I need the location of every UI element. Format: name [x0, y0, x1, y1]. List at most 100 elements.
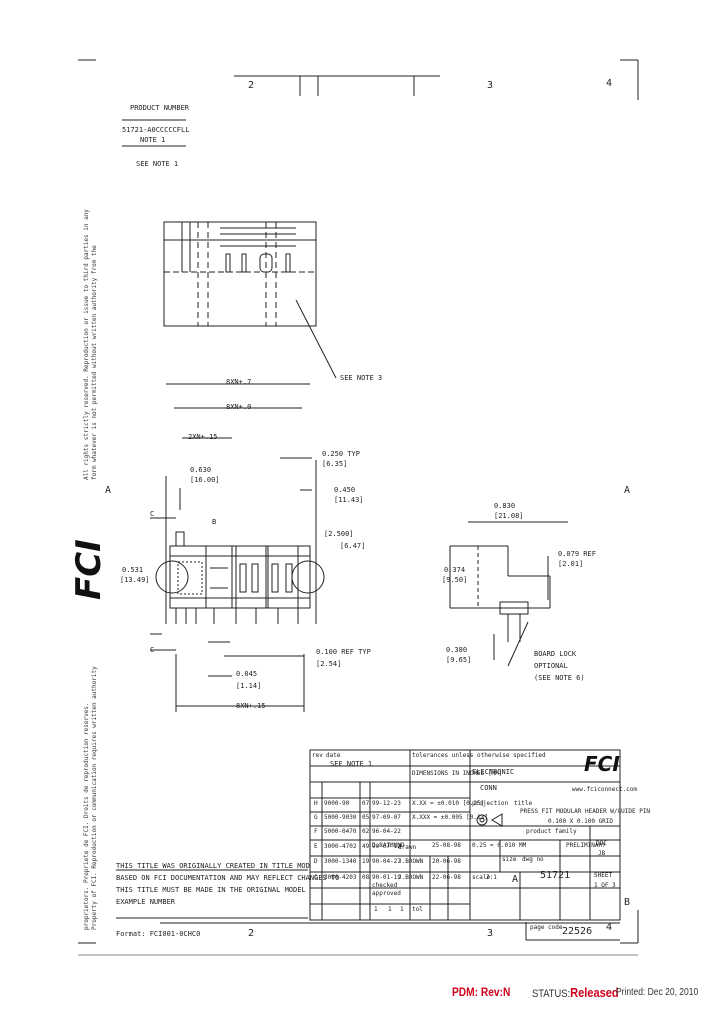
tb-row-code-h: 99-12-23 [372, 800, 401, 807]
side-dim-0380-mm: [9.65] [446, 656, 472, 664]
tb-row-rev-g: G [314, 814, 318, 821]
product-number: 51721-A0CCCCCFLL [122, 126, 190, 134]
tb-title-label: title [514, 800, 533, 807]
dim-0250: 0.250 TYP [322, 450, 360, 458]
status: STATUS:Released [532, 985, 619, 1000]
tb-approved-by: J.BROWN [398, 874, 424, 881]
side-board-lock: BOARD LOCK [534, 650, 577, 658]
tb-tolerance: tolerances unless otherwise specified [412, 752, 546, 759]
zone-bottom-3: 3 [487, 928, 494, 939]
tb-row-eco-f: 5000-0470 [324, 828, 357, 835]
tb-row-rev-h: H [314, 800, 318, 807]
side-dim-0380: 0.380 [446, 646, 468, 654]
product-see-note: SEE NOTE 1 [136, 160, 179, 168]
svg-text:proprietors. Propriete de FCI.: proprietors. Propriete de FCI. Droits de… [83, 702, 90, 930]
projection-symbol [476, 813, 503, 827]
tb-row-date-g: 05 [362, 814, 370, 821]
dim-0531-mm: [13.49] [120, 576, 150, 584]
tb-date-3: 22-06-98 [432, 874, 461, 881]
pdm-revision: PDM: Rev:N [452, 985, 511, 999]
tb-row-rev-e: E [314, 843, 318, 850]
zone-top-2: 2 [248, 80, 255, 91]
tb-angle-2: X.XXX = ±0.005 [0.13] [412, 814, 488, 821]
tb-scale: 2:1 [486, 874, 497, 881]
tb-col-rev: rev [312, 752, 323, 759]
dim-2xn15: 2XN+.15 [188, 433, 218, 441]
status-value: Released [570, 985, 619, 1000]
product-number-header: PRODUCT NUMBER [130, 104, 190, 112]
tb-row-rev-d: D [314, 858, 318, 865]
tb-checked-by: J.BROWN [398, 858, 424, 865]
tb-row-eco-g: 5000-9030 [324, 814, 357, 821]
zone-bottom-4: 4 [606, 922, 613, 933]
tb-row-rev-c: C [314, 874, 318, 881]
zone-top-3: 3 [487, 80, 494, 91]
dim-2500: [2.500] [324, 530, 354, 538]
tb-angle-1: X.XX = ±0.010 [0.25] [412, 800, 485, 807]
top-view-connector [163, 221, 337, 379]
side-dim-0374-mm: [9.50] [442, 576, 468, 584]
svg-text:form whatever is not permitted: form whatever is not permitted without w… [91, 245, 98, 480]
tb-row-code-d: 90-04-27 [372, 858, 401, 865]
dim-8xn15: 8XN+.15 [236, 702, 266, 710]
tb-title-line2: 0.100 X 0.100 GRID [548, 818, 614, 825]
tb-row-eco-d: 3000-1340 [324, 858, 357, 865]
tb-tolerance-label: tol [412, 906, 423, 913]
tb-row-date-e: 49 [362, 843, 370, 850]
note-line-2: BASED ON FCI DOCUMENTATION AND MAY REFLE… [116, 874, 340, 882]
note-line-4: EXAMPLE NUMBER [116, 898, 176, 906]
tb-url: www.fciconnect.com [572, 786, 638, 793]
tb-row-date-h: 07 [362, 800, 370, 807]
tb-row-code-c: 90-01-19 [372, 874, 401, 881]
tb-size-label: size [502, 856, 517, 863]
tb-scale-label: scale [472, 874, 491, 881]
note-line-1: THIS TITLE WAS ORIGINALLY CREATED IN TIT… [116, 862, 310, 870]
zone-side-b: B [624, 897, 631, 908]
svg-text:Property of FCI. Reproduction: Property of FCI. Reproduction or communi… [91, 666, 98, 930]
tb-conn: CONN [480, 784, 497, 792]
tb-dwg-label: dwg no [522, 856, 544, 863]
dim-8xn0: 8XN+.0 [226, 403, 252, 411]
front-view-connector [155, 531, 325, 624]
tb-row-date-c: 08 [362, 874, 370, 881]
tb-date-2: 20-06-98 [432, 858, 461, 865]
tb-row-eco-e: 3000-4702 [324, 843, 357, 850]
tb-row-date-d: 19 [362, 858, 370, 865]
tb-checked: checked [372, 882, 398, 889]
dim-0450-mm: [11.43] [334, 496, 364, 504]
dim-0531: 0.531 [122, 566, 144, 574]
tb-doc-value: JB [598, 850, 606, 857]
tb-projection-label: projection [472, 800, 509, 807]
zone-bottom-2: 2 [248, 928, 255, 939]
tb-sheet-1: 1 [374, 906, 378, 913]
dim-8xn7: 8XN+.7 [226, 378, 252, 386]
title-block-grid [309, 749, 621, 921]
tb-drawn: drawn [398, 844, 417, 851]
dimension-lines [150, 383, 317, 712]
copyright-text: All rights strictly reserved. Reproducti… [83, 209, 98, 930]
svg-text:FCI: FCI [69, 539, 109, 600]
dim-0630: 0.630 [190, 466, 212, 474]
dim-2500-mm: [6.47] [340, 542, 366, 550]
tb-row-rev-f: F [314, 828, 318, 835]
tb-drawn-by: D.RAIMUND [372, 842, 405, 849]
tb-row-code-g: 97-09-07 [372, 814, 401, 821]
dim-0045-mm: [1.14] [236, 682, 262, 690]
note-line-3: THIS TITLE MUST BE MADE IN THE ORIGINAL … [116, 886, 306, 894]
side-dim-0830-mm: [21.08] [494, 512, 524, 520]
tb-size: A [512, 874, 519, 885]
tb-see-note: SEE NOTE 1 [330, 760, 373, 768]
format-label: Format: FCI001-0CHC0 [116, 930, 201, 938]
side-dim-0079-mm: [2.01] [558, 560, 584, 568]
section-c-top: C [150, 510, 155, 518]
dim-0100: 0.100 REF TYP [316, 648, 371, 656]
zone-side-a-right: A [624, 485, 631, 496]
dim-0100-mm: [2.54] [316, 660, 342, 668]
tb-sheet-label: SHEET [594, 872, 613, 879]
tb-row-code-e: 90-07-12 [372, 843, 401, 850]
tb-page-code-label: page code [530, 924, 563, 931]
tb-page-code: 22526 [562, 926, 593, 937]
dim-0045: 0.045 [236, 670, 258, 678]
dim-0630-mm: [16.00] [190, 476, 220, 484]
